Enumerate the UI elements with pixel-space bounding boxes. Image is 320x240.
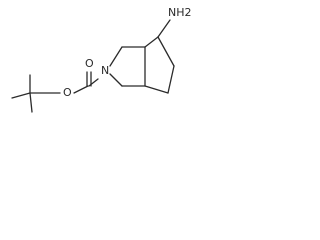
carbonyl-oxygen-label: O: [85, 57, 94, 70]
bond-oxygen-to-carbonyl-carbon: [73, 85, 89, 94]
bond-tbu-c-left: [11, 92, 31, 99]
bond-bridgehead-to-amine-carbon: [144, 36, 159, 48]
ester-oxygen-label: O: [63, 86, 72, 99]
chemical-structure: NH2 O O N: [11, 6, 192, 113]
bond-ch2-to-ch2: [167, 65, 175, 94]
tert-butyl-group: [11, 74, 61, 113]
bond-n-to-upper-ch2: [109, 46, 123, 67]
carbamate-group: [73, 71, 99, 94]
pyrrolidine-ring: [109, 46, 146, 87]
bond-tbu-c-bottom: [29, 92, 33, 113]
bond-lower-ch2-to-n: [109, 73, 123, 87]
bond-amine-carbon-to-nh2: [157, 19, 171, 38]
bond-ch2-to-bridgehead: [144, 85, 169, 94]
bond-amine-carbon-to-ch2: [157, 36, 175, 67]
ring-nitrogen-label: N: [101, 64, 109, 77]
cyclopentane-ring: [144, 19, 175, 94]
amine-label: NH2: [168, 6, 192, 19]
bond-carbonyl-carbon-to-nitrogen: [88, 78, 99, 87]
